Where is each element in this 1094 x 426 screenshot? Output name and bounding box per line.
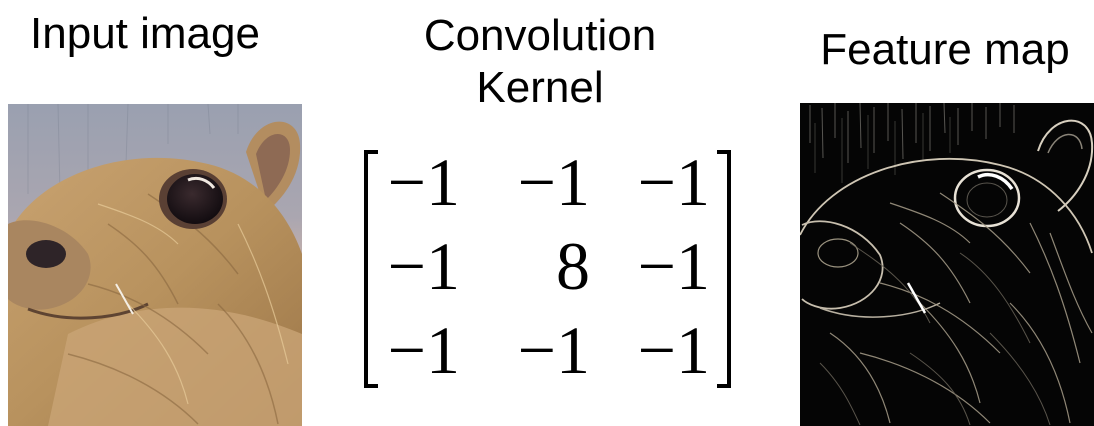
kernel-matrix: −1 −1 −1 −1 8 −1 −1 −1 −1 <box>360 144 735 390</box>
convolution-kernel-title-line2: Kernel <box>476 63 604 112</box>
input-image <box>8 104 302 426</box>
left-bracket <box>364 150 378 388</box>
kernel-cell-r2c0: −1 <box>387 312 460 388</box>
feature-map-title: Feature map <box>820 25 1070 74</box>
convolution-kernel-title-line1: Convolution <box>423 11 657 60</box>
kernel-cell-r2c1: −1 <box>517 312 590 388</box>
edge-map <box>800 103 1094 426</box>
input-image-title: Input image <box>30 9 260 58</box>
squirrel-photo <box>8 104 302 426</box>
kernel-cell-r0c0: −1 <box>387 144 460 220</box>
kernel-cell-r0c2: −1 <box>637 144 710 220</box>
kernel-cell-r1c1: 8 <box>556 228 590 304</box>
right-bracket <box>717 150 731 388</box>
feature-map-image <box>800 103 1094 426</box>
kernel-cell-r1c2: −1 <box>637 228 710 304</box>
convolution-kernel-title: Convolution Kernel <box>380 10 700 114</box>
kernel-cell-r0c1: −1 <box>517 144 590 220</box>
kernel-cell-r2c2: −1 <box>637 312 710 388</box>
kernel-cell-r1c0: −1 <box>387 228 460 304</box>
matrix-brackets <box>364 150 731 388</box>
